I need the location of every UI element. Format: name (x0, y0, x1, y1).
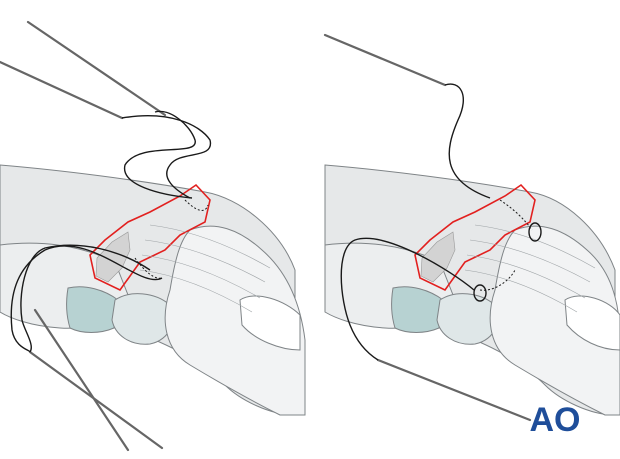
needle-middle (0, 60, 124, 120)
panel-right-suture-tied (310, 0, 620, 459)
right-panel-drawing (323, 33, 620, 422)
needle-top (323, 33, 447, 87)
distal-phalanx (489, 225, 620, 416)
suture-threads (340, 83, 491, 361)
cancellous-bone (95, 231, 131, 283)
avulsion-fragment (414, 183, 536, 292)
nail-outline (239, 295, 301, 351)
suture-threads (10, 110, 211, 353)
needle-lower-crossing (33, 308, 130, 452)
left-panel-drawing (0, 20, 306, 452)
cancellous-bone (420, 231, 456, 283)
needle-top (26, 20, 167, 117)
cartilage-surface (391, 286, 444, 333)
joint-condyle (436, 293, 499, 345)
ao-logo: AO (526, 398, 584, 438)
suture-knot-upper (528, 222, 542, 242)
panel-left-suture-passing (0, 20, 306, 452)
cartilage-surface (66, 286, 119, 333)
joint-condyle (111, 293, 174, 345)
ao-logo-mark: AO (530, 401, 581, 438)
nail-outline (564, 295, 620, 351)
ao-logo-text: AO (530, 401, 581, 438)
tendon-fibres (139, 224, 271, 313)
avulsion-fragment (89, 183, 211, 292)
distal-phalanx (164, 225, 306, 416)
suture-loops (473, 222, 542, 302)
needle-bottom (376, 358, 532, 422)
tendon-fibres (464, 224, 596, 313)
needle-group (323, 33, 532, 422)
suture-knot-lower (473, 284, 487, 302)
needle-group (0, 20, 167, 452)
